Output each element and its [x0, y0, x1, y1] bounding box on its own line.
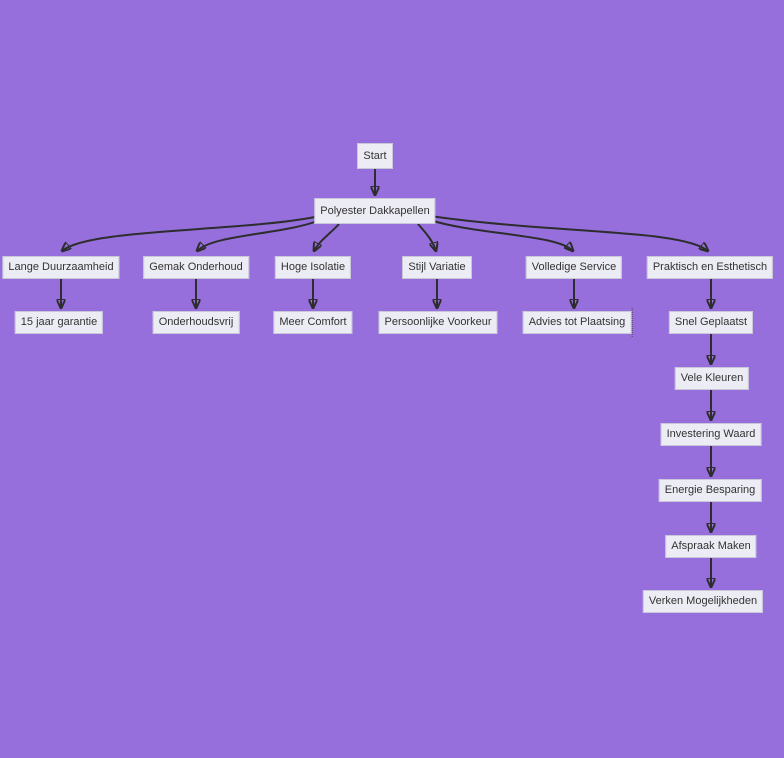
- node-volledige-service: Volledige Service: [525, 256, 623, 279]
- node-lange-duurzaamheid: Lange Duurzaamheid: [2, 256, 120, 279]
- node-afspraak-maken: Afspraak Maken: [665, 535, 757, 558]
- node-advies-tot-plaatsing: Advies tot Plaatsing: [522, 308, 632, 337]
- node-polyester-dakkapellen: Polyester Dakkapellen: [314, 198, 436, 224]
- edge-polyester-to-praktisch: [429, 215, 708, 251]
- node-vele-kleuren: Vele Kleuren: [674, 367, 750, 390]
- node-stijl-variatie: Stijl Variatie: [402, 256, 472, 279]
- edge-polyester-to-gemak: [197, 219, 321, 251]
- node-start: Start: [357, 143, 393, 169]
- node-15-jaar-garantie: 15 jaar garantie: [14, 311, 104, 334]
- node-snel-geplaatst: Snel Geplaatst: [668, 311, 754, 334]
- node-hoge-isolatie: Hoge Isolatie: [274, 256, 352, 279]
- node-gemak-onderhoud: Gemak Onderhoud: [143, 256, 249, 279]
- node-energie-besparing: Energie Besparing: [658, 479, 762, 502]
- node-onderhoudsvrij: Onderhoudsvrij: [152, 311, 240, 334]
- node-investering-waard: Investering Waard: [660, 423, 762, 446]
- node-verken-mogelijkheden: Verken Mogelijkheden: [642, 590, 764, 613]
- node-meer-comfort: Meer Comfort: [273, 311, 353, 334]
- edge-polyester-to-stijl: [417, 223, 436, 251]
- edge-polyester-to-lange: [62, 215, 321, 251]
- node-praktisch-en-esthetisch: Praktisch en Esthetisch: [646, 256, 774, 279]
- node-persoonlijke-voorkeur: Persoonlijke Voorkeur: [378, 311, 498, 334]
- edge-polyester-to-volledige: [429, 219, 573, 251]
- edge-polyester-to-hoge: [314, 223, 340, 251]
